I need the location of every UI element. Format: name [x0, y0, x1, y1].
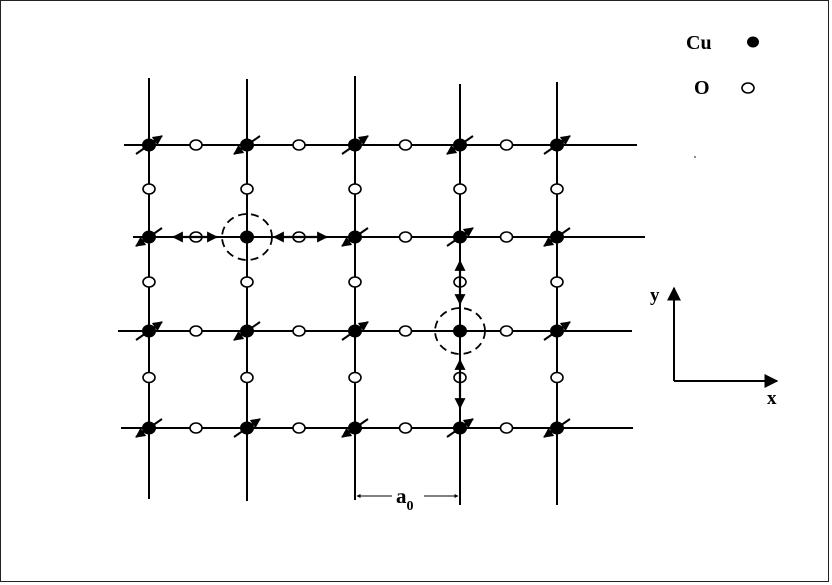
coordinate-axes: y x [650, 285, 779, 409]
oxygen-site [189, 422, 203, 434]
spin-arrow [341, 321, 369, 341]
spin-arrow [543, 321, 571, 341]
spin-arrow [135, 227, 163, 247]
oxygen-site [499, 139, 514, 151]
oxygen-site [240, 183, 254, 195]
oxygen-sites [142, 139, 564, 434]
spin-arrow [543, 418, 571, 438]
copper-site [453, 324, 467, 338]
hole-ring [434, 307, 486, 355]
spin-arrow [341, 135, 369, 155]
legend-cu-marker [747, 36, 759, 48]
oxygen-site [142, 276, 156, 288]
oxygen-site [550, 183, 564, 195]
oxygen-site [348, 371, 362, 384]
copper-site [240, 230, 254, 244]
spin-arrow [341, 227, 369, 247]
oxygen-site [550, 276, 564, 288]
oxygen-site [292, 325, 306, 337]
hopping-arrows [171, 231, 466, 410]
oxygen-site [398, 231, 413, 243]
spin-arrow [446, 227, 474, 247]
oxygen-site [453, 183, 467, 195]
spin-arrow [446, 418, 474, 438]
spin-arrow [543, 135, 571, 155]
x-axis-label: x [767, 388, 777, 409]
spin-arrow [135, 321, 163, 341]
oxygen-site [240, 371, 254, 384]
oxygen-site [142, 183, 156, 195]
legend-cu-label: Cu [686, 32, 712, 54]
spin-arrow [233, 135, 261, 155]
oxygen-site [398, 422, 413, 434]
oxygen-site [292, 139, 306, 151]
oxygen-site [348, 183, 362, 195]
lattice-constant-label: a0 [396, 484, 414, 514]
lattice-constant-marker: a0 [356, 484, 459, 514]
y-axis-label: y [650, 285, 660, 306]
oxygen-site [292, 422, 306, 434]
spin-arrow [135, 418, 163, 438]
legend: Cu O [686, 32, 759, 99]
legend-o-label: O [694, 77, 710, 99]
oxygen-site [189, 325, 203, 337]
spin-arrow [543, 227, 571, 247]
oxygen-site [550, 371, 564, 384]
oxygen-site [499, 325, 514, 337]
oxygen-site [240, 276, 254, 288]
oxygen-site [499, 422, 514, 434]
hole-rings [221, 213, 486, 355]
spin-arrow [341, 418, 369, 438]
oxygen-site [348, 276, 362, 288]
spin-arrow [233, 418, 261, 438]
oxygen-site [398, 139, 413, 151]
oxygen-site [499, 231, 514, 243]
hole-ring [221, 213, 273, 261]
spin-arrows [135, 135, 571, 438]
spin-arrow [233, 321, 261, 341]
spin-arrow [135, 135, 163, 155]
legend-o-marker [741, 82, 755, 94]
spin-arrow [446, 135, 474, 155]
oxygen-site [189, 139, 203, 151]
oxygen-site [142, 371, 156, 384]
oxygen-site [398, 325, 413, 337]
stray-dot [694, 156, 696, 158]
